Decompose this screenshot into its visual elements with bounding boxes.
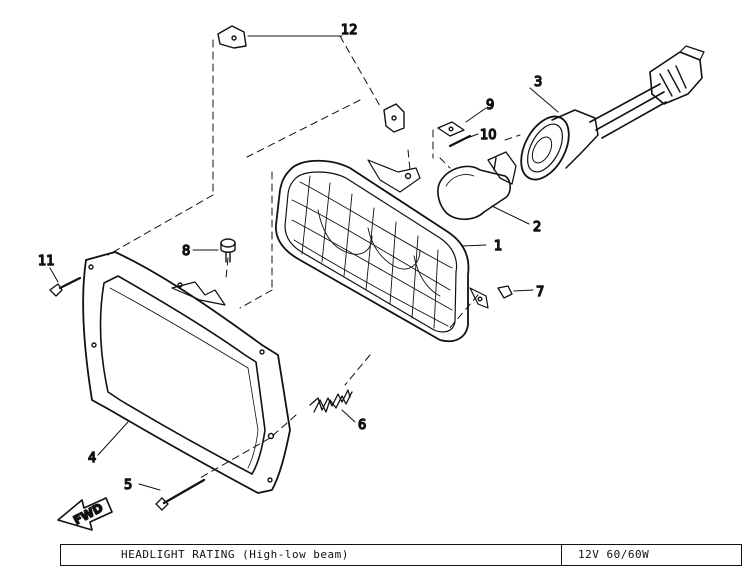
headlight-rating-label: HEADLIGHT RATING (High-low beam) bbox=[121, 548, 349, 561]
small-screw bbox=[448, 134, 472, 148]
headlight-rating-table: HEADLIGHT RATING (High-low beam) 12V 60/… bbox=[60, 544, 742, 566]
adjusting-screw bbox=[220, 238, 236, 263]
leader-lines bbox=[49, 35, 559, 491]
callout-7: 7 bbox=[536, 285, 544, 300]
lens-fluting bbox=[291, 175, 453, 329]
headlight-rating-value: 12V 60/60W bbox=[561, 545, 741, 565]
halogen-bulb bbox=[437, 151, 517, 221]
callout-6: 6 bbox=[358, 418, 366, 433]
adjuster-spring bbox=[309, 389, 353, 413]
bezel-hole bbox=[91, 342, 97, 348]
callout-labels: 1 2 3 4 5 6 7 8 9 10 11 12 bbox=[37, 22, 545, 493]
adjuster-nut bbox=[497, 285, 513, 299]
callout-4: 4 bbox=[88, 451, 96, 466]
callout-10: 10 bbox=[480, 128, 497, 143]
sealed-beam-unit bbox=[275, 159, 489, 343]
callout-1: 1 bbox=[494, 239, 502, 254]
bezel-hole bbox=[88, 264, 94, 270]
retainer-clip-bottom bbox=[383, 103, 405, 133]
bezel-hole bbox=[259, 349, 265, 355]
callout-5: 5 bbox=[124, 478, 132, 493]
forward-direction-arrow: FWD bbox=[57, 497, 113, 531]
callout-3: 3 bbox=[534, 75, 542, 90]
callout-9: 9 bbox=[486, 98, 494, 113]
bezel-rim bbox=[82, 251, 291, 494]
bezel-screw-upper bbox=[49, 276, 82, 297]
spring-clip bbox=[437, 121, 465, 137]
bezel-hole bbox=[267, 477, 273, 483]
callout-8: 8 bbox=[182, 244, 190, 259]
bezel-hole bbox=[267, 432, 275, 440]
callout-2: 2 bbox=[533, 220, 541, 235]
bulb-socket-harness bbox=[520, 45, 705, 181]
assembly-guide-lines bbox=[107, 35, 521, 479]
long-adjusting-screw bbox=[155, 478, 206, 511]
callout-11: 11 bbox=[38, 254, 55, 269]
retainer-clip-top bbox=[217, 25, 247, 49]
callout-12: 12 bbox=[341, 23, 358, 38]
